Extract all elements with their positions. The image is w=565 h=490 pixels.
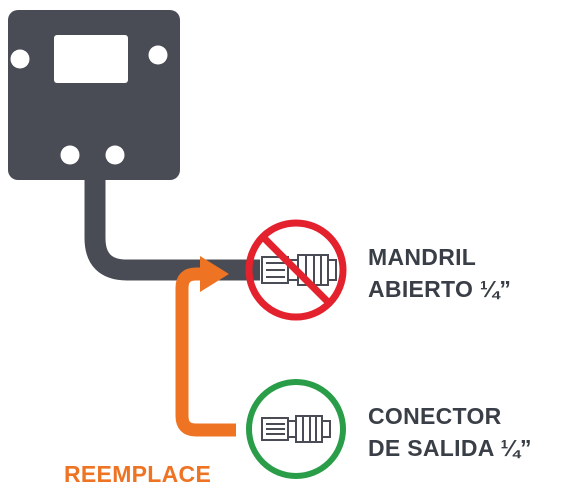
old-part-label-line2: ABIERTO ¼” (368, 276, 512, 302)
cable (84, 170, 260, 281)
new-part-label: CONECTOR DE SALIDA ¼” (368, 400, 532, 464)
old-part-label: MANDRIL ABIERTO ¼” (368, 241, 511, 305)
new-part-label-line1: CONECTOR (368, 403, 502, 429)
approved-circle (246, 379, 346, 479)
wall-plate-icon (8, 10, 180, 180)
quick-connector-icon (261, 415, 331, 443)
new-part-label-line2: DE SALIDA ¼” (368, 435, 532, 461)
replace-arrow-icon (175, 256, 236, 437)
old-part-label-line1: MANDRIL (368, 244, 477, 270)
no-symbol-icon (245, 219, 347, 321)
replace-label: REEMPLACE (64, 461, 212, 487)
